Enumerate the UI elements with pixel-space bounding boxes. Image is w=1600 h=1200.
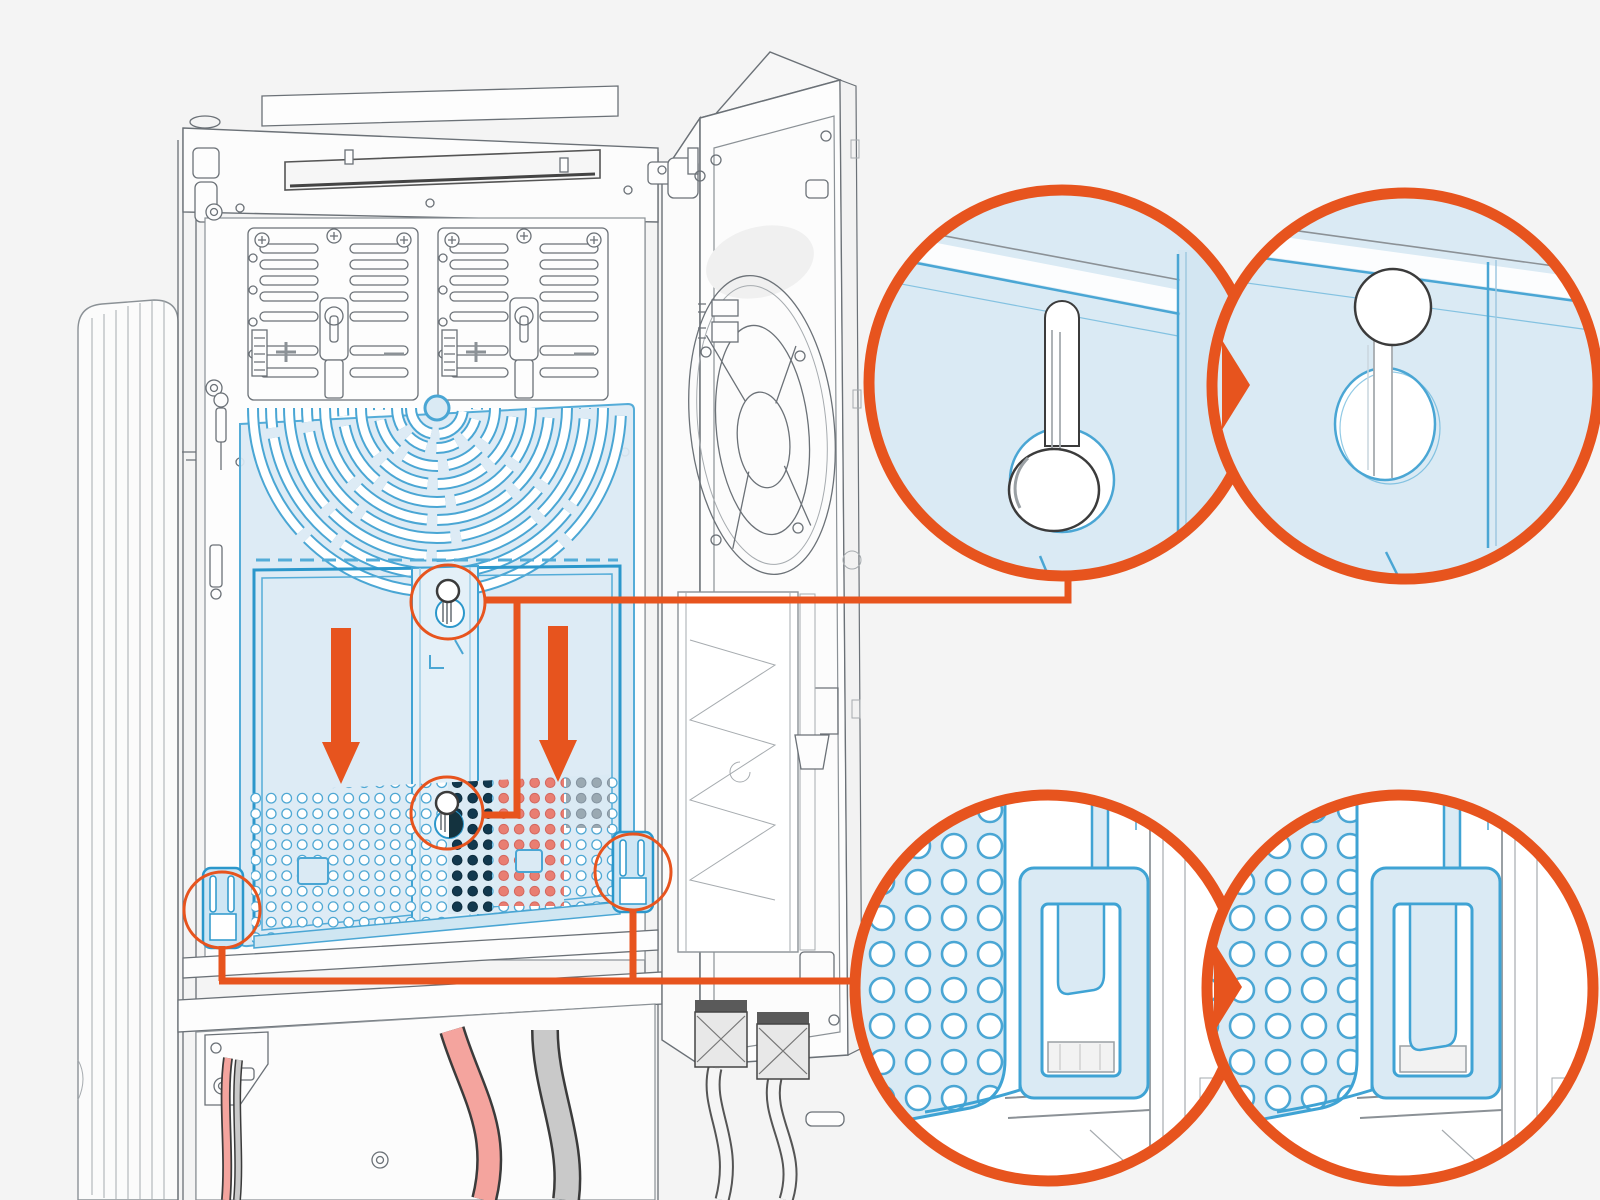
gray-dots — [566, 774, 610, 828]
gray-ribbon-cable — [531, 1029, 582, 1200]
flue-column — [77, 299, 179, 1200]
panel-cutout — [515, 849, 543, 873]
valves-and-wires — [694, 1000, 845, 1200]
corner-clip-left — [201, 866, 245, 950]
callout-clip-after — [1201, 789, 1599, 1187]
vent-module-left — [248, 228, 418, 400]
panel-cutout — [297, 857, 329, 885]
igniter — [182, 392, 229, 600]
leader-bottom — [218, 909, 856, 985]
corner-clip-right — [611, 830, 655, 914]
keyhole-top — [429, 578, 465, 669]
callout-ring — [1206, 187, 1600, 585]
fan-grille — [253, 394, 621, 592]
screw-head-icon — [1007, 447, 1101, 533]
slide-down-arrows — [322, 626, 577, 784]
open-door — [647, 51, 863, 1200]
red-ribbon-cable — [439, 1026, 503, 1200]
down-arrow-right-icon — [539, 626, 577, 782]
down-arrow-left-icon — [322, 628, 360, 784]
next-step-arrow-icon — [1214, 942, 1242, 1032]
red-dots — [494, 774, 564, 906]
callout-ring — [1201, 789, 1599, 1187]
callout-leaders — [182, 563, 1072, 985]
keyhole-bottom — [434, 790, 464, 839]
marker-circle-keyhole-bottom — [409, 775, 485, 851]
callout-clip-before — [849, 789, 1247, 1187]
door-hinge — [647, 147, 706, 199]
door-fan — [688, 274, 836, 576]
lattice-truss — [677, 591, 830, 953]
callout-keyhole-after — [1206, 187, 1600, 585]
leader-top — [484, 578, 1072, 819]
next-step-arrow-icon — [1222, 340, 1250, 430]
screw-head-icon — [1353, 267, 1433, 347]
marker-circle-clip-right — [593, 832, 673, 912]
vent-panel — [201, 394, 655, 950]
clip-tongue — [1408, 902, 1458, 1052]
vent-module-right — [438, 228, 608, 400]
left-cable-pair — [220, 1057, 243, 1200]
marker-circle-clip-left — [182, 870, 262, 950]
clip-tongue — [1056, 902, 1106, 996]
marker-circle-keyhole-top — [409, 563, 487, 641]
